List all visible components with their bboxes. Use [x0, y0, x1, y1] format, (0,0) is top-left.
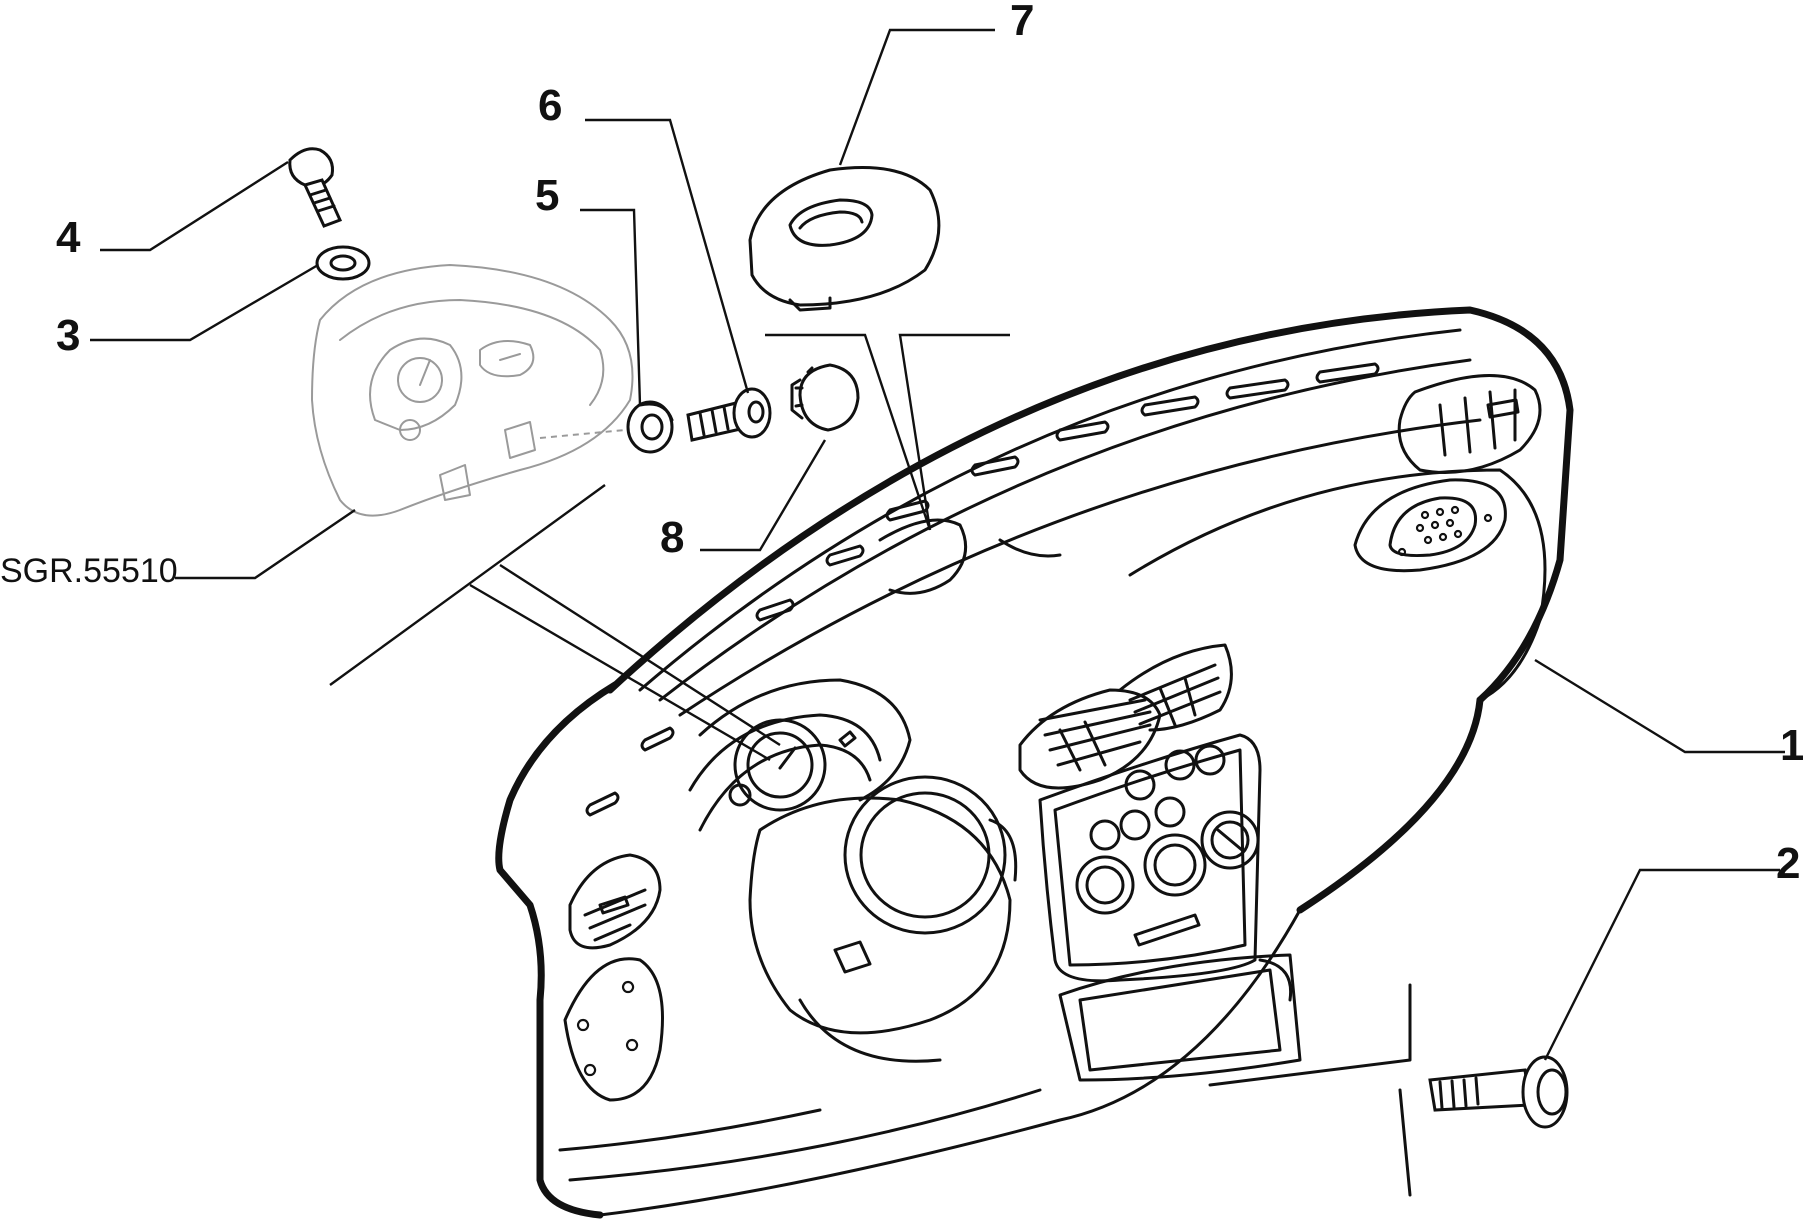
leader-1: [1534, 658, 1785, 754]
callout-4: 4: [56, 213, 81, 262]
screw-part-6: [686, 387, 772, 442]
leader-4: [100, 160, 289, 252]
bolt-part-4: [288, 147, 343, 228]
leader-2: [1543, 868, 1780, 1061]
locator-cluster: [329, 484, 781, 762]
callout-6: 6: [538, 81, 562, 130]
leader-ref: [175, 509, 356, 580]
leader-7: [838, 28, 995, 166]
leader-5: [580, 208, 642, 406]
spacer-part-5: [626, 400, 674, 454]
callout-7: 7: [1010, 0, 1034, 45]
instrument-cluster-reference: [311, 264, 634, 517]
dashboard-panel: [495, 306, 1574, 1219]
callout-2: 2: [1776, 839, 1800, 888]
leader-3: [90, 263, 319, 342]
locator-7: [765, 333, 1010, 531]
washer-part-3: [315, 245, 371, 281]
cover-part-7: [748, 166, 941, 312]
leader-lines: [90, 28, 1785, 1061]
callout-8: 8: [660, 513, 684, 562]
leader-6: [585, 118, 750, 394]
callout-5: 5: [535, 171, 559, 220]
leader-8: [700, 439, 827, 552]
bolt-part-2: [1428, 1055, 1569, 1129]
reference-code: SGR.55510: [0, 552, 178, 590]
callout-labels: 1 2 3 4 5 6 7 8 SGR.55510: [0, 0, 1803, 888]
callout-1: 1: [1780, 721, 1803, 770]
callout-3: 3: [56, 311, 80, 360]
cap-part-8: [790, 363, 860, 432]
